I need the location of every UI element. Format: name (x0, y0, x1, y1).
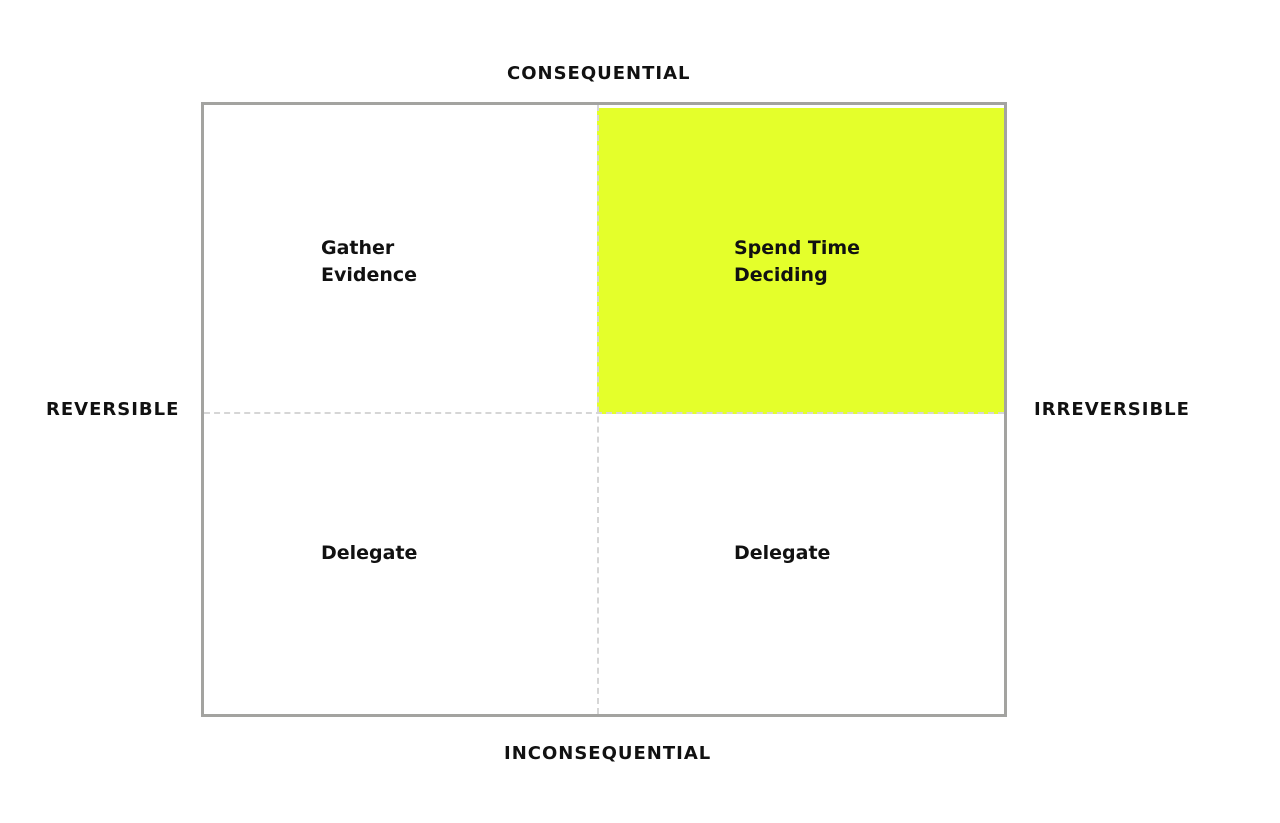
quadrant-top-right-label: Spend Time Deciding (734, 237, 861, 286)
horizontal-divider (204, 412, 1004, 414)
quadrant-bottom-left-label: Delegate (321, 542, 418, 564)
decision-matrix: Gather Evidence Spend Time Deciding Dele… (201, 102, 1007, 717)
axis-label-consequential: CONSEQUENTIAL (507, 63, 691, 84)
vertical-divider (597, 105, 599, 714)
axis-label-irreversible: IRREVERSIBLE (1034, 399, 1190, 420)
axis-label-inconsequential: INCONSEQUENTIAL (504, 743, 712, 764)
quadrant-bottom-right-label: Delegate (734, 542, 831, 564)
quadrant-top-left-label: Gather Evidence (321, 237, 418, 286)
highlighted-quadrant (597, 108, 1004, 414)
axis-label-reversible: REVERSIBLE (46, 399, 180, 420)
